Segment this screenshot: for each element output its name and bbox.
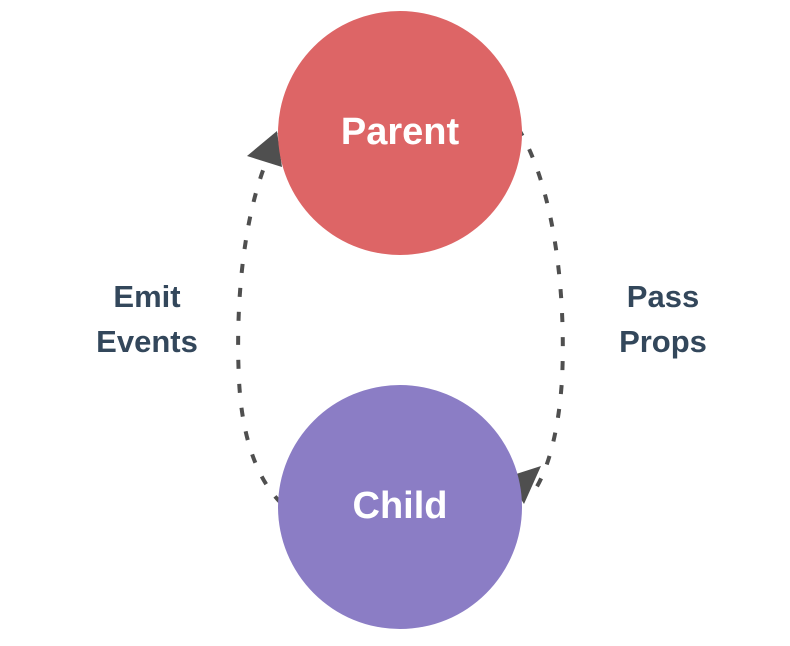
- node-parent[interactable]: Parent: [278, 11, 522, 255]
- parent-label: Parent: [341, 111, 460, 153]
- pass-props-label-line2: Props: [619, 324, 707, 359]
- pass-props-curve: [516, 126, 565, 499]
- emit-events-label-line1: Emit: [113, 279, 180, 314]
- emit-events-label: Emit Events: [96, 279, 198, 359]
- pass-props-label-line1: Pass: [627, 279, 699, 314]
- edge-emit-events: [236, 130, 283, 505]
- parent-circle[interactable]: [278, 11, 522, 255]
- edge-pass-props: [507, 126, 565, 504]
- pass-props-label: Pass Props: [619, 279, 707, 359]
- child-circle[interactable]: [278, 385, 522, 629]
- emit-events-label-line2: Events: [96, 324, 198, 359]
- emit-events-arrowhead: [247, 131, 282, 167]
- child-label: Child: [353, 485, 448, 527]
- node-child[interactable]: Child: [278, 385, 522, 629]
- emit-events-curve: [236, 130, 283, 505]
